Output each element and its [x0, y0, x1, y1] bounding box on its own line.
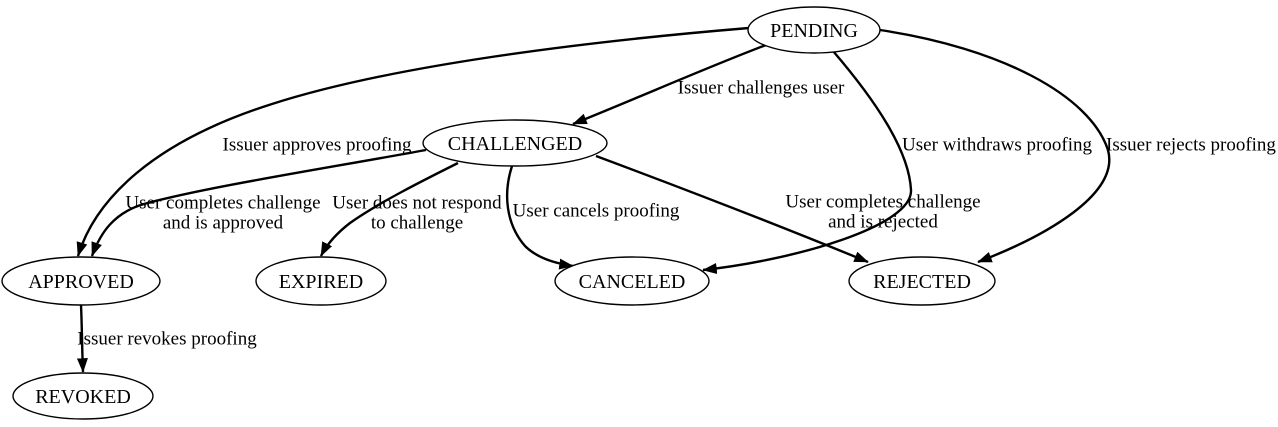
- edge-pending-challenged: [572, 43, 767, 126]
- edge-label-issuer-approves-proofing: Issuer approves proofing: [223, 135, 412, 156]
- node-pending-label: PENDING: [770, 20, 858, 42]
- node-approved: APPROVED: [1, 256, 161, 306]
- edge-label-issuer-challenges-user: Issuer challenges user: [678, 78, 845, 99]
- node-pending-ellipse: [747, 6, 881, 54]
- edge-pending-approved: [76, 26, 750, 257]
- edge-pending-rejected: [879, 28, 1111, 264]
- edge-label-user-withdraws-proofing: User withdraws proofing: [902, 135, 1092, 156]
- node-revoked-label: REVOKED: [35, 386, 131, 408]
- edge-label-no-respond-line1: User does not respond: [332, 193, 502, 214]
- edges-layer: [76, 26, 1111, 373]
- edge-label-completes-rejected-line2: and is rejected: [828, 212, 938, 233]
- edge-label-issuer-revokes-proofing: Issuer revokes proofing: [77, 329, 257, 350]
- edge-challenged-approved: [90, 148, 427, 257]
- node-challenged-label: CHALLENGED: [448, 133, 582, 155]
- edge-label-completes-approved-line2: and is approved: [163, 213, 284, 234]
- node-revoked-ellipse: [12, 372, 154, 420]
- node-canceled-ellipse: [554, 256, 710, 306]
- edge-label-no-respond-line2: to challenge: [371, 213, 463, 234]
- node-approved-ellipse: [1, 256, 161, 306]
- edge-approved-revoked: [76, 304, 88, 373]
- node-challenged-ellipse: [422, 119, 608, 167]
- node-expired-label: EXPIRED: [279, 271, 363, 293]
- node-rejected: REJECTED: [848, 256, 996, 306]
- node-expired: EXPIRED: [255, 256, 387, 306]
- node-rejected-ellipse: [848, 256, 996, 306]
- edge-label-completes-approved-line1: User completes challenge: [125, 193, 320, 214]
- edge-challenged-canceled: [506, 165, 574, 270]
- node-revoked: REVOKED: [12, 372, 154, 420]
- node-canceled: CANCELED: [554, 256, 710, 306]
- edge-challenged-rejected: [595, 154, 869, 264]
- node-approved-label: APPROVED: [28, 271, 134, 293]
- nodes-layer: PENDING CHALLENGED APPROVED EXPIRED CANC…: [1, 6, 996, 420]
- node-expired-ellipse: [255, 256, 387, 306]
- edge-labels-layer: Issuer challenges user Issuer approves p…: [77, 78, 1276, 350]
- node-pending: PENDING: [747, 6, 881, 54]
- edge-challenged-expired: [319, 161, 459, 257]
- node-challenged: CHALLENGED: [422, 119, 608, 167]
- edge-label-user-cancels-proofing: User cancels proofing: [513, 201, 680, 222]
- edge-label-completes-rejected-line1: User completes challenge: [785, 192, 980, 213]
- node-rejected-label: REJECTED: [873, 271, 971, 293]
- node-canceled-label: CANCELED: [579, 271, 686, 293]
- edge-label-issuer-rejects-proofing: Issuer rejects proofing: [1106, 135, 1276, 156]
- edge-pending-canceled: [702, 50, 913, 274]
